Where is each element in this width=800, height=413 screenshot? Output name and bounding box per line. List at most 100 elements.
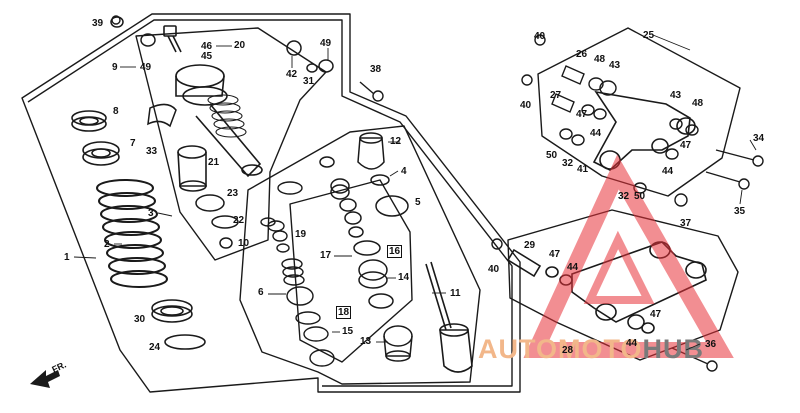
callout-48b: 48 [692,98,704,109]
pin-27 [551,93,575,113]
callout-5: 5 [415,197,421,208]
watermark-text: AUTOMOTOHUB [478,334,704,365]
front-arrow-icon [30,370,60,388]
o-ring-17 [353,240,381,256]
callout-39: 39 [92,18,104,29]
shock-assembly-outline [21,13,521,393]
reservoir-subassembly-outline [239,125,481,385]
piston-14 [358,259,388,281]
callout-47a: 47 [576,109,588,120]
nut-10 [219,237,233,249]
bushing-49 [140,33,156,47]
callout-47c: 47 [549,249,561,260]
callout-8: 8 [113,106,119,117]
bolt-34 [715,149,755,161]
callout-40a: 40 [534,31,546,42]
callout-11: 11 [450,288,461,299]
callout-21: 21 [208,157,220,168]
callout-26: 26 [576,49,588,60]
stopper-ring [164,334,206,350]
callout-44b: 44 [662,166,674,177]
callout-18: 18 [336,306,352,319]
nut-37 [674,193,688,207]
shock-arm [592,90,696,171]
top-bolt [163,25,182,53]
callout-23: 23 [227,188,239,199]
callout-42: 42 [286,69,298,80]
callout-44d: 44 [626,338,638,349]
spring-seat [151,299,193,323]
callout-32b: 32 [618,191,630,202]
nut-31 [306,63,318,73]
callout-9: 9 [112,62,118,73]
damper-rod [425,261,473,373]
watermark-part2: HUB [642,334,705,364]
callout-3: 3 [148,208,154,219]
callout-43b: 43 [670,90,682,101]
callout-47d: 47 [650,309,662,320]
callout-17: 17 [320,250,332,261]
bump-seat-33 [147,103,177,128]
callout-40b: 40 [520,100,532,111]
callout-28: 28 [562,345,574,356]
seal-a [110,16,124,28]
callout-13: 13 [360,336,372,347]
bolt-38 [359,81,375,95]
callout-43a: 43 [609,60,621,71]
bushing-42 [286,40,302,56]
damper-body [175,64,263,178]
callout-37: 37 [680,218,692,229]
washer-49b [318,59,334,73]
callout-50a: 50 [546,150,558,161]
callout-44a: 44 [590,128,602,139]
bolt-35 [705,171,741,183]
seal-22 [211,215,239,229]
callout-32a: 32 [562,158,574,169]
pin-29 [506,248,542,278]
callout-16: 16 [387,245,403,258]
callout-47b: 47 [680,140,692,151]
collar-13 [383,325,413,347]
callout-44c: 44 [567,262,579,273]
spring-adjuster [82,141,120,166]
callout-50b: 50 [634,191,646,202]
spring [96,179,168,288]
callout-25: 25 [643,30,655,41]
callout-38: 38 [370,64,382,75]
callout-14: 14 [398,272,410,283]
callout-48a: 48 [594,54,606,65]
bladder-5 [375,195,409,217]
washer-15 [309,349,335,367]
damper-subassembly-outline [135,27,327,261]
callout-31: 31 [303,76,315,87]
callout-12: 12 [390,136,402,147]
callout-24: 24 [149,342,161,353]
pin-26 [561,65,585,85]
reservoir-cap-12 [357,137,385,170]
callout-35: 35 [734,206,746,217]
callout-6: 6 [258,287,264,298]
callout-1: 1 [64,252,70,263]
lock-nut [71,110,107,132]
callout-45: 45 [201,51,213,62]
callout-27: 27 [550,90,562,101]
bump-rubber [177,145,207,192]
callout-41: 41 [577,164,589,175]
dust-cover-23 [195,194,225,212]
callout-22: 22 [233,215,245,226]
callout-29: 29 [524,240,536,251]
callout-40c: 40 [488,264,500,275]
callout-4: 4 [401,166,407,177]
valve-6 [286,286,314,306]
callout-33: 33 [146,146,158,157]
shock-arm-outline [537,27,741,197]
callout-46: 46 [201,41,213,52]
callout-7: 7 [130,138,136,149]
callout-49a: 49 [140,62,152,73]
callout-20: 20 [234,40,246,51]
callout-49b: 49 [320,38,332,49]
callout-15: 15 [342,326,354,337]
callout-10: 10 [238,238,250,249]
watermark-logo [523,154,734,358]
